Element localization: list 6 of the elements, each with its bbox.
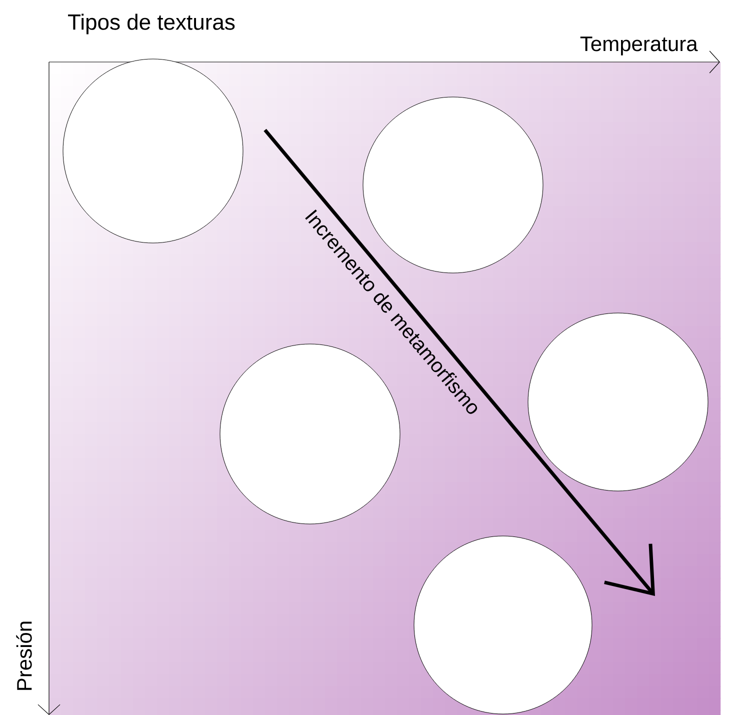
axis-label: Presión <box>16 622 32 690</box>
axis-label: Temperatura <box>580 36 698 56</box>
title: Tipos de texturas <box>68 14 235 34</box>
circle <box>528 312 708 492</box>
circle <box>62 58 244 244</box>
circle <box>414 536 592 714</box>
